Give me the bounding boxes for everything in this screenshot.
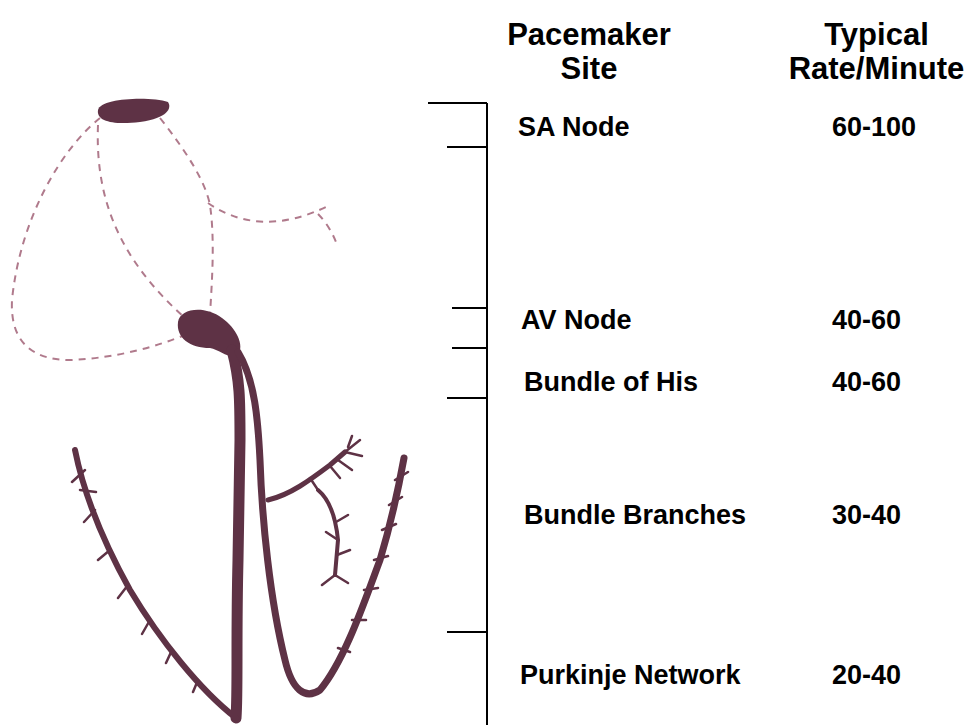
atrial-pathways bbox=[12, 118, 336, 360]
pacemaker-site: AV Node bbox=[521, 305, 632, 336]
sa-node bbox=[98, 99, 169, 123]
column-header: Pacemaker Site bbox=[482, 18, 697, 86]
pacemaker-site: Bundle Branches bbox=[524, 500, 746, 531]
rate-value: 20-40 bbox=[832, 660, 901, 691]
rate-value: 40-60 bbox=[832, 305, 901, 336]
column-header: Typical Rate/Minute bbox=[779, 18, 974, 86]
rate-value: 60-100 bbox=[832, 112, 916, 143]
bundles bbox=[75, 350, 404, 718]
nodes-shapes bbox=[98, 99, 241, 357]
pacemaker-site: Bundle of His bbox=[524, 367, 698, 398]
bracket bbox=[428, 103, 487, 725]
rate-value: 30-40 bbox=[832, 500, 901, 531]
pacemaker-site: Purkinje Network bbox=[520, 660, 741, 691]
pacemaker-site: SA Node bbox=[518, 112, 630, 143]
rate-value: 40-60 bbox=[832, 367, 901, 398]
purkinje-twigs bbox=[72, 436, 408, 692]
